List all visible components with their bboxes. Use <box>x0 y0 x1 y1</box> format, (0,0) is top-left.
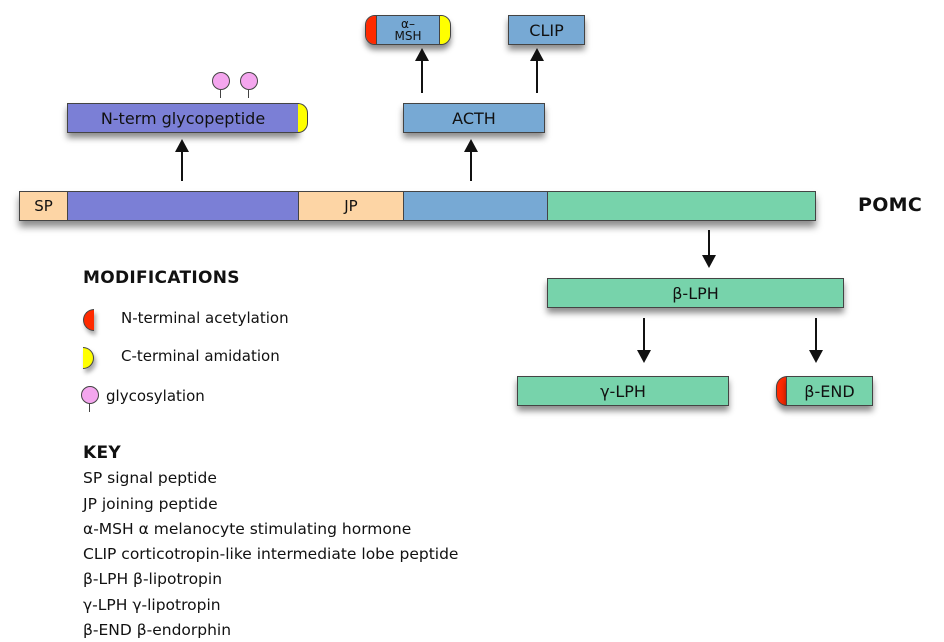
beta-lph-box: β-LPH <box>547 278 844 308</box>
key-item-sp: SP signal peptide <box>83 469 217 487</box>
key-item-alpha-msh: α-MSH α melanocyte stimulating hormone <box>83 520 412 538</box>
nterm-glycopeptide-box: N-term glycopeptide <box>67 103 299 133</box>
legend-glycosylation-label: glycosylation <box>106 387 205 405</box>
segment-lph <box>548 192 815 220</box>
arrow-alpha-msh <box>415 48 429 93</box>
c-terminal-amidation-icon <box>439 16 450 44</box>
legend-acetylation-label: N-terminal acetylation <box>121 309 289 327</box>
segment-sp: SP <box>20 192 68 220</box>
arrow-acth <box>464 139 478 181</box>
acth-box: ACTH <box>403 103 545 133</box>
segment-jp: JP <box>299 192 404 220</box>
legend-acetylation: N-terminal acetylation <box>83 306 343 334</box>
c-terminal-amidation-icon <box>298 103 308 133</box>
n-terminal-acetylation-icon <box>83 309 94 331</box>
key-item-gamma-lph: γ-LPH γ-lipotropin <box>83 596 221 614</box>
c-terminal-amidation-icon <box>83 347 94 369</box>
pomc-precursor-bar: SP JP <box>19 191 816 221</box>
arrow-clip <box>530 48 544 93</box>
arrow-beta-lph <box>702 230 716 268</box>
segment-sp-label: SP <box>34 197 53 215</box>
modifications-heading: MODIFICATIONS <box>83 268 240 288</box>
gamma-lph-label: γ-LPH <box>600 381 646 401</box>
segment-nterm <box>68 192 299 220</box>
arrow-gamma-lph <box>637 318 651 363</box>
legend-amidation: C-terminal amidation <box>83 344 343 372</box>
nterm-glycopeptide-label: N-term glycopeptide <box>100 108 266 128</box>
key-item-clip: CLIP corticotropin-like intermediate lob… <box>83 545 459 563</box>
key-item-beta-lph: β-LPH β-lipotropin <box>83 570 223 588</box>
key-item-jp: JP joining peptide <box>83 495 218 513</box>
clip-box: CLIP <box>508 15 585 45</box>
segment-acth <box>404 192 548 220</box>
beta-end-label: β-END <box>804 381 855 401</box>
segment-jp-label: JP <box>344 197 358 215</box>
alpha-msh-label-line2: MSH <box>394 29 422 43</box>
gamma-lph-box: γ-LPH <box>517 376 729 406</box>
legend-amidation-label: C-terminal amidation <box>121 347 280 365</box>
n-terminal-acetylation-icon <box>366 16 377 44</box>
key-heading: KEY <box>83 443 121 463</box>
key-item-beta-end: β-END β-endorphin <box>83 621 232 639</box>
acth-label: ACTH <box>452 108 496 128</box>
pomc-label: POMC <box>858 194 923 216</box>
clip-label: CLIP <box>529 20 564 40</box>
alpha-msh-box: α– MSH <box>365 15 451 45</box>
beta-lph-label: β-LPH <box>672 283 719 303</box>
legend-glycosylation: glycosylation <box>81 384 343 414</box>
beta-end-box: β-END <box>786 376 873 406</box>
arrow-beta-end <box>809 318 823 363</box>
arrow-nterm <box>175 139 189 181</box>
alpha-msh-label-line1: α– <box>401 17 415 31</box>
